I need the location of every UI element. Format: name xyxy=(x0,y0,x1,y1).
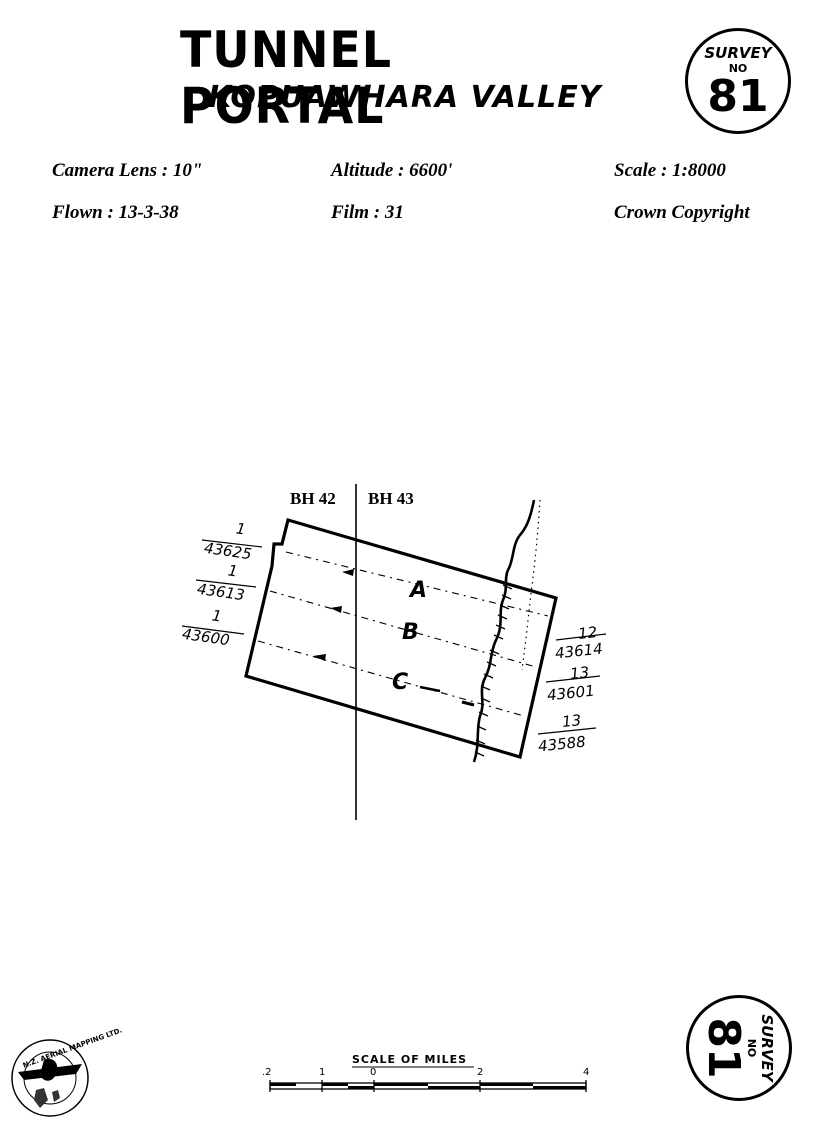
flight-line-c-dash-2 xyxy=(461,700,475,707)
survey-badge-top: SURVEY NO 81 xyxy=(685,28,791,134)
run-label-b: B xyxy=(402,620,419,645)
survey-badge-no: NO xyxy=(728,62,748,75)
survey-badge-label: SURVEY xyxy=(758,1014,776,1082)
river-edge xyxy=(472,499,536,763)
flown-info: Flown : 13-3-38 xyxy=(52,202,179,223)
run-c-right-top: 13 xyxy=(561,711,582,731)
arrow-a xyxy=(342,569,354,576)
scale-tick-label: .2 xyxy=(262,1067,272,1078)
river-far-bank xyxy=(521,499,541,671)
run-label-a: A xyxy=(410,578,428,603)
survey-badge-number: 81 xyxy=(698,1017,749,1079)
map-title: TUNNEL PORTAL xyxy=(180,21,392,135)
run-b-right-top: 13 xyxy=(569,663,590,683)
photo-block-outline xyxy=(244,517,558,760)
altitude-info: Altitude : 6600' xyxy=(331,160,453,181)
flight-line-c-dash xyxy=(419,685,441,693)
film-info: Film : 31 xyxy=(331,202,404,223)
copyright-info: Crown Copyright xyxy=(614,202,750,223)
scale-info: Scale : 1:8000 xyxy=(614,160,726,181)
nz-aerial-mapping-logo xyxy=(11,1039,89,1117)
boundary-label-right: BH 43 xyxy=(368,489,414,508)
camera-lens-info: Camera Lens : 10" xyxy=(52,160,203,181)
flight-line-a xyxy=(285,551,549,617)
scale-bar xyxy=(269,1066,587,1092)
survey-badge-bottom: SURVEY NO 81 xyxy=(686,995,792,1101)
boundary-label-left: BH 42 xyxy=(290,489,336,508)
arrow-b xyxy=(330,606,342,613)
flight-line-c xyxy=(257,640,525,717)
map-subtitle: KOPUAWHARA VALLEY xyxy=(208,80,602,115)
scale-tick-label: 2 xyxy=(477,1067,484,1078)
scale-tick-label: 1 xyxy=(319,1067,326,1078)
scale-tick-label: 4 xyxy=(583,1067,590,1078)
scale-tick-label: 0 xyxy=(370,1067,377,1078)
run-label-c: C xyxy=(392,670,409,695)
scale-bar-label: SCALE OF MILES xyxy=(352,1053,468,1066)
survey-badge-label: SURVEY xyxy=(704,44,772,62)
arrow-c xyxy=(313,654,326,661)
river-hatching xyxy=(474,584,513,757)
survey-badge-number: 81 xyxy=(707,71,769,122)
